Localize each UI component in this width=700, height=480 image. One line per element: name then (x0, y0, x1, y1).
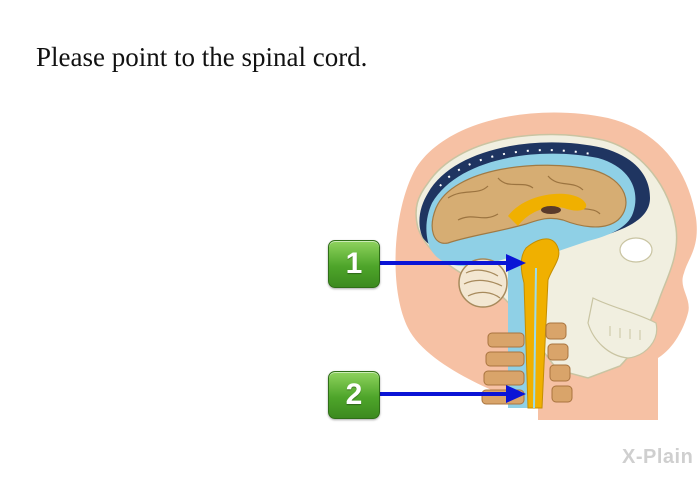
vertebral-column (481, 322, 573, 405)
answer-button-2[interactable]: 2 (328, 371, 380, 419)
ventricle-system (508, 193, 587, 226)
answer-button-1[interactable]: 1 (328, 240, 380, 288)
question-text: Please point to the spinal cord. (36, 42, 368, 72)
eye-socket (619, 237, 653, 263)
head-anatomy-illustration (395, 112, 697, 420)
arrow-2 (380, 385, 526, 403)
arrow-1 (380, 254, 526, 272)
xplain-logo: X-Plain (622, 446, 694, 468)
jaw-bone (587, 297, 658, 359)
spinal-cord (520, 238, 560, 409)
